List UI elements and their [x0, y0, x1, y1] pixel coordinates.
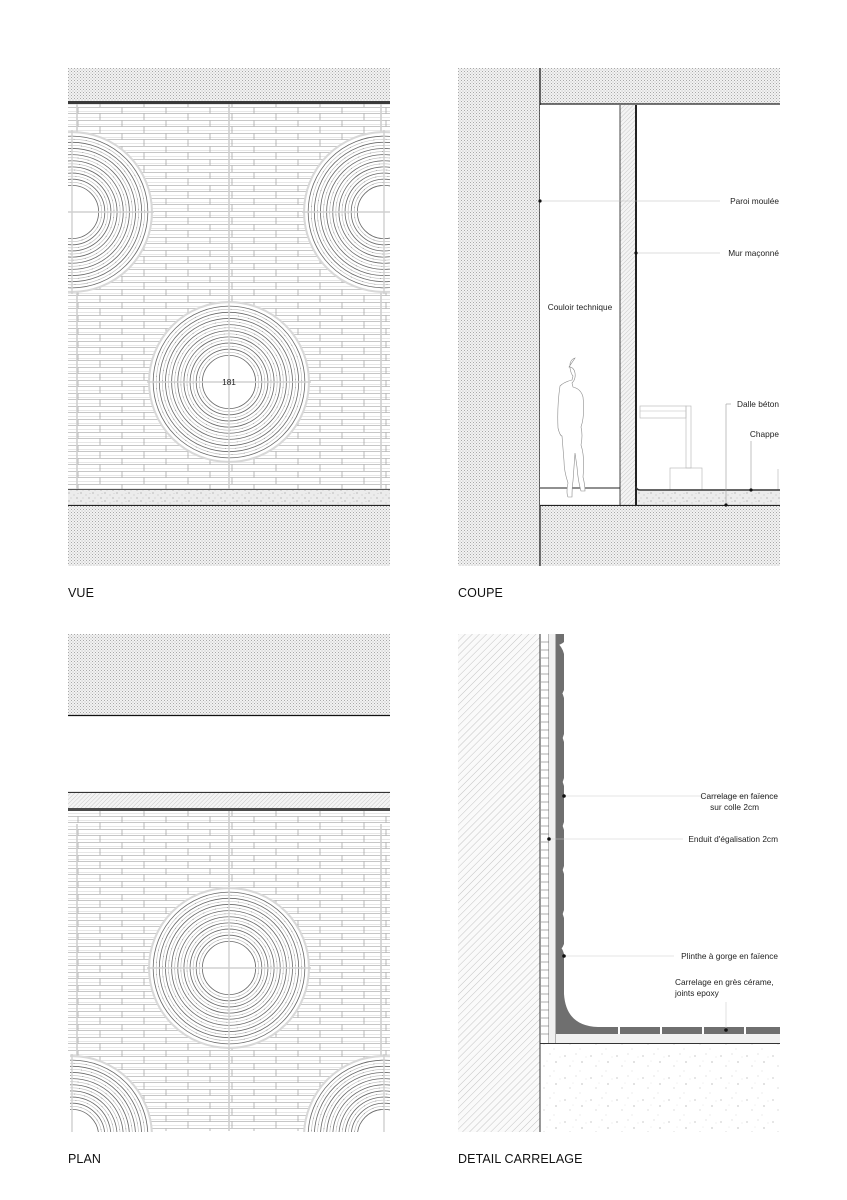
label-paroi-moulee: Paroi moulée — [730, 196, 779, 206]
label-plinthe-gorge: Plinthe à gorge en faïence — [681, 951, 778, 961]
plan-drawing — [68, 634, 390, 1132]
panel-detail-carrelage: Carrelage en faïence sur colle 2cm Endui… — [458, 634, 780, 1134]
ceiling-slab-hatch — [68, 68, 390, 102]
panel-vue: 181 — [68, 68, 390, 568]
label-carrelage-faience-1: Carrelage en faïence — [701, 791, 779, 801]
tile-detail-drawing: Carrelage en faïence sur colle 2cm Endui… — [458, 634, 780, 1132]
elevation-drawing: 181 — [68, 68, 390, 566]
label-mur-maconne: Mur maçonné — [728, 248, 779, 258]
title-coupe: COUPE — [458, 586, 503, 600]
structure-wall-hatch — [458, 634, 540, 1132]
label-gres-cerame-2: joints epoxy — [674, 988, 720, 998]
render-layer — [549, 634, 556, 1043]
screed-layer — [637, 491, 780, 505]
cove-skirting — [556, 944, 618, 1034]
title-detail-carrelage: DETAIL CARRELAGE — [458, 1152, 583, 1166]
lower-slab-hatch — [541, 506, 780, 566]
person-silhouette — [557, 357, 586, 498]
floor-slab-hatch — [68, 506, 390, 566]
title-vue: VUE — [68, 586, 95, 600]
concrete-slab — [541, 1044, 780, 1132]
panel-plan — [68, 634, 390, 1134]
label-couloir-technique: Couloir technique — [548, 302, 613, 312]
adhesive-bed — [556, 1034, 780, 1043]
wall-tiles — [556, 634, 564, 952]
ceiling-edge — [68, 101, 390, 104]
masonry-wall — [620, 105, 636, 505]
slab-hatch — [68, 634, 390, 715]
label-enduit-egalisation: Enduit d'égalisation 2cm — [688, 834, 778, 844]
upper-slab-hatch — [540, 68, 780, 104]
wall-hatch — [68, 793, 390, 809]
circle-number-label: 181 — [222, 377, 236, 387]
label-dalle-beton: Dalle béton — [737, 399, 779, 409]
title-plan: PLAN — [68, 1152, 102, 1166]
diaphragm-wall-hatch — [458, 68, 540, 566]
floor-tiles — [620, 1027, 780, 1034]
label-carrelage-faience-2: sur colle 2cm — [710, 802, 759, 812]
masonry-strip — [541, 634, 549, 1043]
label-chappe: Chappe — [750, 429, 779, 439]
label-gres-cerame-1: Carrelage en grès cérame, — [675, 977, 774, 987]
section-drawing: Paroi moulée Mur maçonné Couloir techniq… — [458, 68, 780, 566]
panel-coupe: Paroi moulée Mur maçonné Couloir techniq… — [458, 68, 780, 568]
screed-layer — [68, 490, 390, 505]
